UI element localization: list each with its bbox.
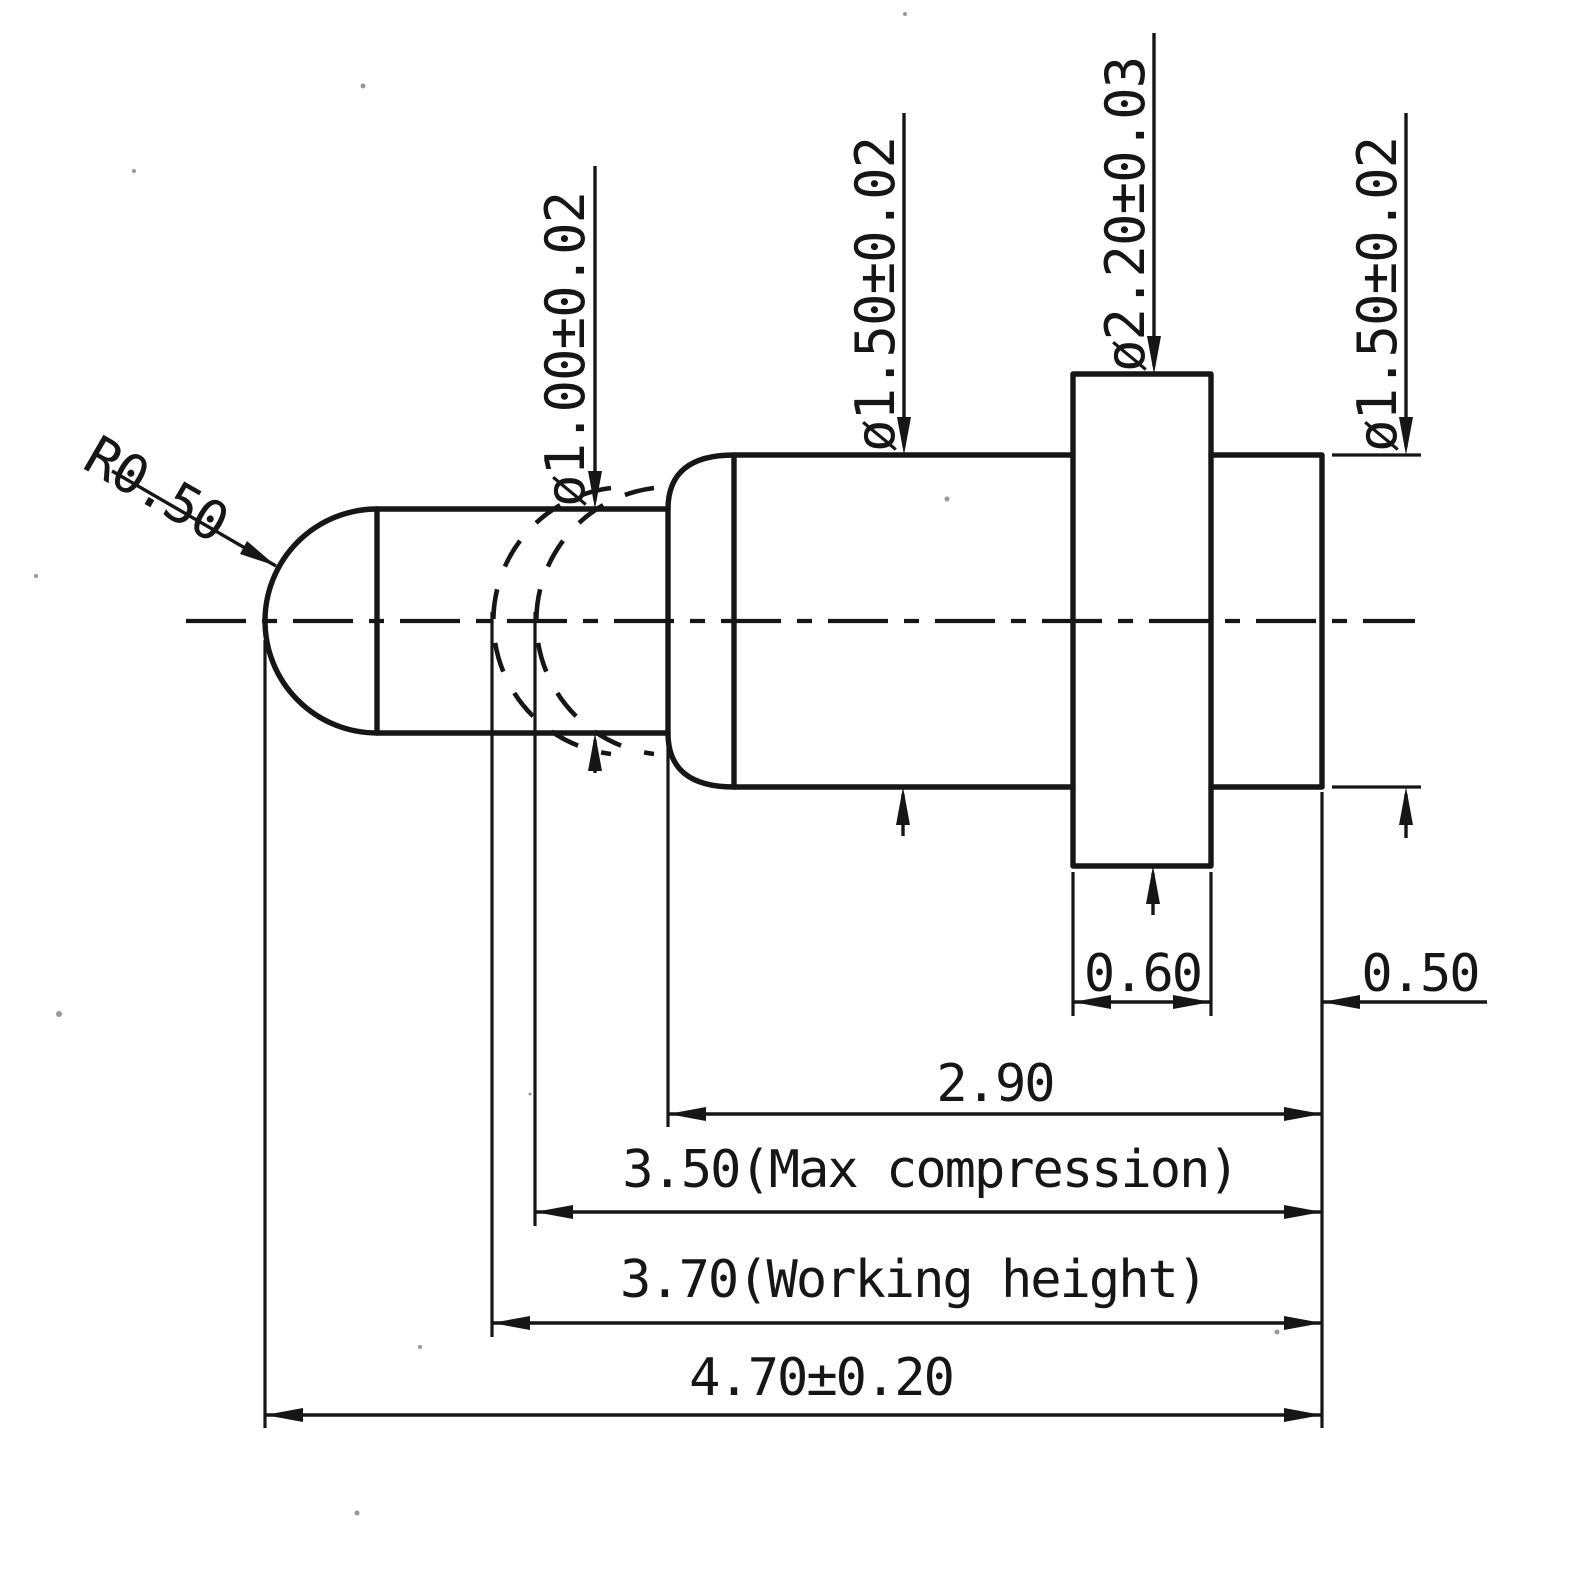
tail-outline [1208,452,1325,790]
barrel-edges [731,452,1076,790]
overall-length-dimension: 4.70±0.20 [689,1348,955,1408]
scan-noise-dots [34,12,1280,1516]
tail-length-dimension: 0.50 [1361,944,1480,1004]
dimension-lines [265,1000,1487,1417]
barrel-bottom-fillet [665,730,737,790]
working-height-dimension: 3.70(Working height) [620,1250,1208,1310]
plunger-diameter-label: ø1.00±0.02 [534,191,597,507]
flange-outline [1070,371,1214,869]
plunger-cylinder-edges [374,506,671,736]
part-outline [262,371,1325,869]
extension-lines [263,453,1421,1428]
max-compression-dimension: 3.50(Max compression) [622,1140,1239,1200]
plunger-dome-arc [262,506,380,736]
barrel-diameter-label: ø1.50±0.02 [844,136,907,452]
tail-diameter-label: ø1.50±0.02 [1346,136,1409,452]
flange-diameter-label: ø2.20±0.03 [1094,56,1157,372]
arrowheads [240,336,1413,1422]
barrel-length-dimension: 2.90 [936,1054,1055,1114]
barrel-top-fillet [665,452,737,512]
flange-thickness-dimension: 0.60 [1083,944,1203,1004]
